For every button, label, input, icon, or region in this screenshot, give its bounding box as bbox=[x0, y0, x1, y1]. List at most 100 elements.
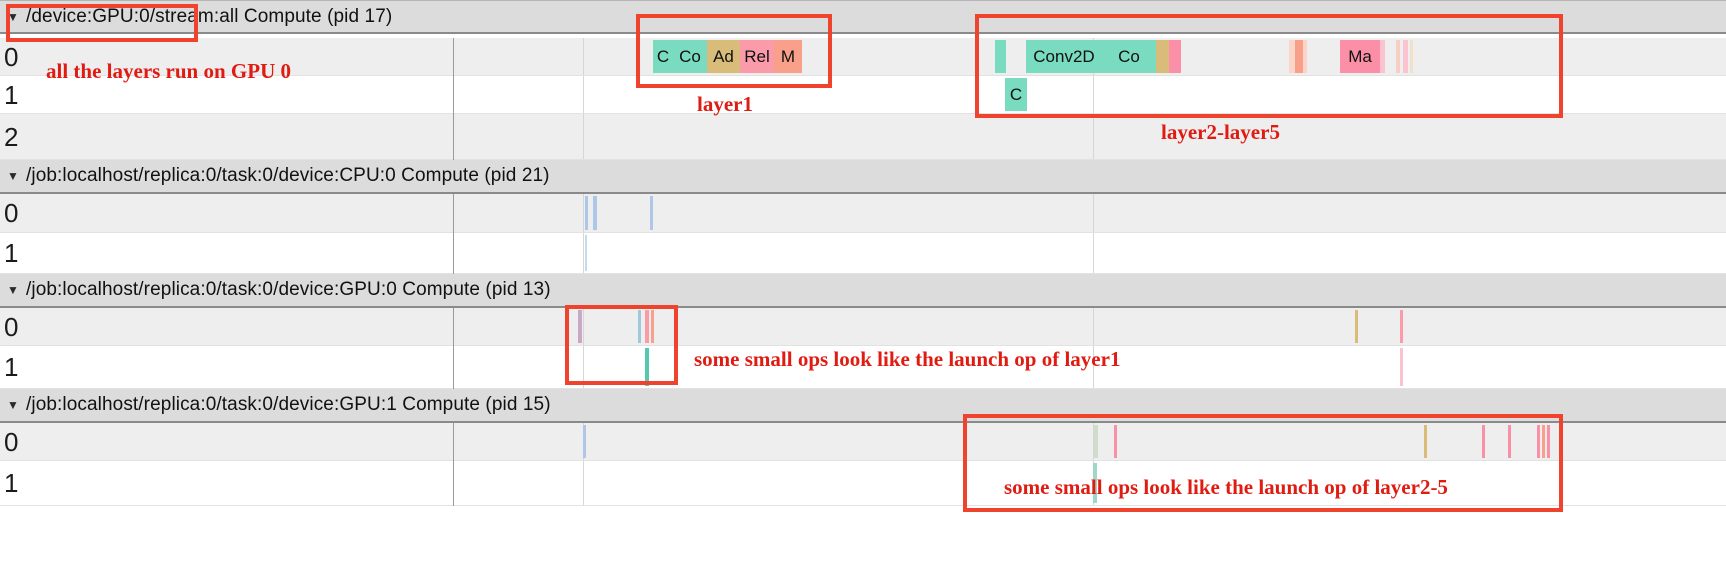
time-gridline bbox=[583, 233, 584, 273]
trace-tick[interactable] bbox=[1093, 463, 1097, 503]
trace-tick[interactable] bbox=[1156, 40, 1169, 73]
lane-label: 1 bbox=[4, 352, 19, 382]
trace-tick[interactable] bbox=[1295, 40, 1303, 73]
lane-gpu0-compute-0: 0 bbox=[0, 308, 1726, 346]
trace-tick[interactable] bbox=[1537, 425, 1540, 458]
time-gridline bbox=[1093, 233, 1094, 273]
trace-block-label: Ma bbox=[1348, 46, 1372, 66]
lane-gpu1-compute-1: 1 bbox=[0, 461, 1726, 506]
lane-gpu0-compute-1: 1 bbox=[0, 346, 1726, 389]
trace-tick[interactable] bbox=[1403, 40, 1408, 73]
trace-tick[interactable] bbox=[638, 310, 641, 343]
trace-tick[interactable] bbox=[1289, 40, 1295, 73]
trace-tick[interactable] bbox=[1094, 425, 1098, 458]
time-gridline bbox=[583, 308, 584, 345]
lane-track bbox=[453, 194, 1726, 232]
trace-tick[interactable] bbox=[585, 196, 588, 230]
trace-tick[interactable] bbox=[1482, 425, 1485, 458]
trace-tick[interactable] bbox=[1303, 40, 1307, 73]
annotation-caption-cap-layer25: layer2-layer5 bbox=[1161, 120, 1280, 144]
lane-gpu1-compute-0: 0 bbox=[0, 423, 1726, 461]
trace-block[interactable]: C bbox=[653, 40, 673, 73]
section-header-gpu0-compute[interactable]: ▼ /job:localhost/replica:0/task:0/device:… bbox=[0, 274, 1726, 308]
lane-gutter-divider bbox=[453, 76, 454, 114]
trace-block-label: Co bbox=[679, 46, 701, 66]
annotation-caption-cap-launch1: some small ops look like the launch op o… bbox=[694, 347, 1121, 371]
lane-gpu0-stream-all-2: 2 bbox=[0, 114, 1726, 160]
lane-track bbox=[453, 346, 1726, 388]
trace-block-label: C bbox=[656, 46, 670, 66]
caret-down-icon[interactable]: ▼ bbox=[7, 283, 19, 297]
time-gridline bbox=[1093, 346, 1094, 388]
lane-track: C bbox=[453, 76, 1726, 113]
trace-block[interactable]: Rel bbox=[740, 40, 774, 73]
trace-tick[interactable] bbox=[1542, 425, 1545, 458]
section-header-cpu0-compute[interactable]: ▼/job:localhost/replica:0/task:0/device:… bbox=[0, 160, 1726, 194]
time-gridline bbox=[1093, 114, 1094, 159]
trace-block[interactable]: M bbox=[774, 40, 802, 73]
trace-tick[interactable] bbox=[1424, 425, 1427, 458]
trace-tick[interactable] bbox=[1400, 310, 1403, 343]
lane-gutter-divider bbox=[453, 194, 454, 233]
trace-tick[interactable] bbox=[650, 196, 653, 230]
lane-track bbox=[453, 461, 1726, 505]
lane-label: 0 bbox=[4, 311, 19, 342]
lane-track bbox=[453, 423, 1726, 460]
caret-down-icon[interactable]: ▼ bbox=[7, 398, 19, 412]
time-gridline bbox=[583, 38, 584, 75]
lane-gutter-divider bbox=[453, 346, 454, 389]
section-title: /job:localhost/replica:0/task:0/device:G… bbox=[26, 394, 551, 415]
lane-label: 1 bbox=[4, 238, 19, 268]
annotation-caption-cap-gpu0: all the layers run on GPU 0 bbox=[46, 59, 291, 83]
trace-block[interactable]: Co bbox=[673, 40, 707, 73]
trace-block-label: Rel bbox=[744, 46, 770, 66]
lane-track bbox=[453, 233, 1726, 273]
trace-tick[interactable] bbox=[578, 310, 582, 343]
trace-tick[interactable] bbox=[1169, 40, 1181, 73]
trace-block-label: C bbox=[1009, 84, 1023, 104]
trace-tick[interactable] bbox=[1114, 425, 1117, 458]
lane-gutter-divider bbox=[453, 308, 454, 346]
time-gridline bbox=[583, 76, 584, 113]
caret-down-icon[interactable]: ▼ bbox=[7, 9, 19, 24]
trace-block[interactable]: Co bbox=[1102, 40, 1156, 73]
time-gridline bbox=[583, 194, 584, 232]
lane-label: 0 bbox=[4, 426, 19, 457]
trace-block[interactable]: Conv2D bbox=[1026, 40, 1102, 73]
lane-gutter-divider bbox=[453, 423, 454, 461]
section-title: /job:localhost/replica:0/task:0/device:G… bbox=[26, 279, 551, 300]
lane-track bbox=[453, 308, 1726, 345]
lane-gutter-divider bbox=[453, 461, 454, 506]
lane-gutter-divider bbox=[453, 114, 454, 160]
trace-tick[interactable] bbox=[1410, 40, 1413, 73]
caret-down-icon[interactable]: ▼ bbox=[7, 169, 19, 183]
trace-tick[interactable] bbox=[645, 310, 649, 343]
trace-tick[interactable] bbox=[1380, 40, 1385, 73]
trace-tick[interactable] bbox=[651, 310, 654, 343]
trace-tick[interactable] bbox=[645, 348, 649, 386]
trace-block[interactable]: Ad bbox=[707, 40, 740, 73]
lane-gutter-divider bbox=[453, 233, 454, 274]
trace-tick[interactable] bbox=[995, 40, 1006, 73]
trace-block-label: Co bbox=[1118, 46, 1140, 66]
trace-tick[interactable] bbox=[585, 235, 587, 271]
section-header-gpu0-stream-all[interactable]: ▼/device:GPU:0/stream:all Compute (pid 1… bbox=[0, 0, 1726, 34]
trace-block[interactable]: Ma bbox=[1340, 40, 1380, 73]
lane-label: 1 bbox=[4, 468, 19, 498]
lane-label: 0 bbox=[4, 41, 19, 72]
trace-block[interactable]: C bbox=[1005, 78, 1027, 111]
trace-tick[interactable] bbox=[1508, 425, 1511, 458]
trace-tick[interactable] bbox=[593, 196, 597, 230]
trace-tick[interactable] bbox=[1547, 425, 1550, 458]
trace-tick[interactable] bbox=[1355, 310, 1358, 343]
lane-label: 1 bbox=[4, 79, 19, 110]
trace-tick[interactable] bbox=[1400, 348, 1403, 386]
trace-tick[interactable] bbox=[1396, 40, 1400, 73]
section-header-gpu1-compute[interactable]: ▼ /job:localhost/replica:0/task:0/device:… bbox=[0, 389, 1726, 423]
lane-cpu0-compute-1: 1 bbox=[0, 233, 1726, 274]
lane-label: 2 bbox=[4, 121, 19, 152]
trace-tick[interactable] bbox=[583, 425, 586, 458]
